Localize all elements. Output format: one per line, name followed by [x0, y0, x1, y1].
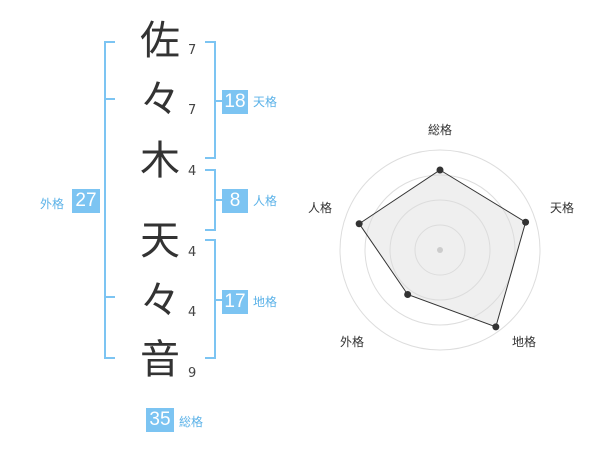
radar-point-4 [404, 290, 412, 298]
soukaku-value: 35 [146, 408, 174, 432]
radar-ring-1 [414, 224, 466, 276]
stroke-count-1: 7 [188, 43, 197, 58]
radar-label-soukaku: 総格 [427, 123, 452, 137]
jinkaku-label: 人格 [253, 194, 278, 208]
name-char-6: 音 [140, 337, 180, 383]
stroke-count-4: 4 [188, 245, 197, 260]
radar-point-3 [492, 323, 500, 331]
radar-ring-2 [389, 199, 491, 301]
radar-label-gaikaku: 外格 [339, 335, 364, 349]
stroke-count-3: 4 [188, 164, 197, 179]
radar-label-tenkaku: 天格 [549, 201, 574, 215]
radar-point-5 [355, 220, 363, 228]
jinkaku-value: 8 [222, 189, 248, 213]
radar-point-2 [522, 218, 530, 226]
radar-point-1 [436, 166, 444, 174]
name-char-5: 々 [140, 278, 180, 324]
tenkaku-value: 18 [222, 90, 248, 114]
name-char-2: 々 [140, 77, 180, 123]
name-char-4: 天 [140, 218, 180, 264]
stroke-count-6: 9 [188, 366, 197, 381]
radar-label-jinkaku: 人格 [307, 201, 332, 215]
chikaku-value: 17 [222, 290, 248, 314]
radar-ring-3 [364, 174, 516, 326]
stroke-count-5: 4 [188, 305, 197, 320]
gaikaku-label: 外格 [40, 197, 65, 211]
tenkaku-label: 天格 [253, 95, 278, 109]
radar-label-chikaku: 地格 [511, 335, 536, 349]
soukaku-label: 総格 [179, 415, 204, 429]
gaikaku-value: 27 [72, 189, 100, 213]
stroke-count-2: 7 [188, 103, 197, 118]
name-char-3: 木 [140, 138, 180, 184]
chikaku-label: 地格 [253, 295, 278, 309]
name-char-1: 佐 [140, 18, 180, 64]
radar-center [437, 247, 443, 253]
